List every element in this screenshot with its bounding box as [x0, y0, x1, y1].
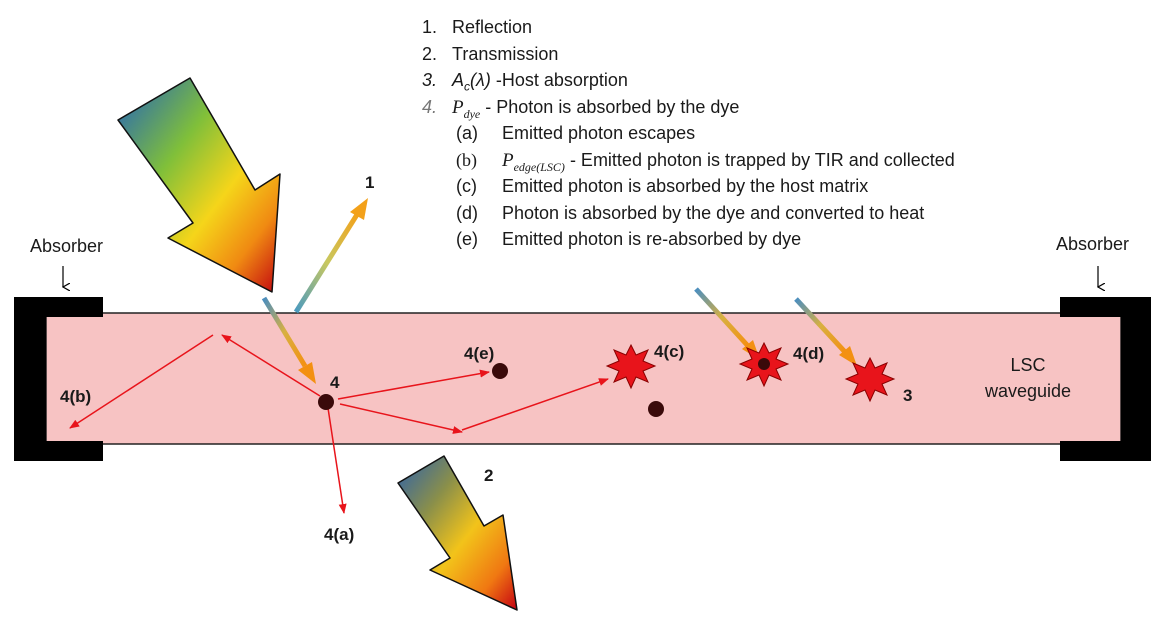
legend-subitem-c: (c) Emitted photon is absorbed by the hos… — [422, 173, 955, 200]
dye-molecule-4d — [758, 358, 770, 370]
absorber-right-label: Absorber — [1056, 234, 1130, 254]
legend-num: 2. — [422, 43, 438, 64]
legend-text: Emitted photon is absorbed by the host m… — [502, 176, 869, 196]
legend-text: Reflection — [452, 17, 533, 37]
reflected-ray — [293, 211, 361, 314]
legend-symbol: Ac(λ) — [452, 70, 491, 94]
dye-molecule-4 — [318, 394, 334, 410]
legend-num: (a) — [456, 123, 478, 143]
incoming-ray-4-head — [298, 362, 316, 384]
absorber-right — [1060, 297, 1151, 461]
label-transmission-2: 2 — [484, 466, 494, 485]
label-reflection-1: 1 — [365, 173, 375, 192]
reflected-ray-head — [350, 198, 368, 220]
incoming-ray-4d — [694, 287, 750, 348]
label-4e: 4(e) — [464, 344, 495, 363]
label-4d: 4(d) — [793, 344, 825, 363]
legend-text: Transmission — [452, 43, 559, 64]
label-4a: 4(a) — [324, 525, 355, 544]
legend-num: (d) — [456, 202, 478, 223]
legend-num: (e) — [456, 229, 478, 249]
legend-item-reflection: 1. Reflection — [422, 14, 955, 41]
incident-light-arrow — [117, 77, 281, 293]
legend-symbol: Pedge(LSC) — [502, 149, 565, 174]
absorber-left-label: Absorber — [30, 236, 104, 256]
transmitted-light-arrow — [397, 455, 518, 611]
legend-text: Emitted photon is re-absorbed by dye — [502, 229, 802, 249]
legend-num: (b) — [456, 149, 477, 170]
dye-molecule-4e — [492, 363, 508, 379]
dye-molecule-free — [648, 401, 664, 417]
legend-symbol: Pdye — [452, 96, 481, 121]
incoming-ray-4 — [261, 296, 308, 368]
legend: 1. Reflection 2. Transmission 3. Ac(λ) -Hos… — [422, 14, 955, 253]
burst-4c — [605, 343, 657, 390]
legend-num: 3. — [422, 70, 438, 90]
legend-item-dye-absorption: 4. Pdye - Photon is absorbed by the dye — [422, 94, 955, 121]
legend-num: 4. — [422, 96, 438, 117]
legend-text: - Photon is absorbed by the dye — [480, 96, 740, 117]
waveguide-label-line1: LSC — [1010, 355, 1046, 375]
legend-subitem-b: (b) Pedge(LSC) - Emitted photon is trappe… — [422, 147, 955, 174]
incoming-ray-3 — [794, 297, 847, 354]
legend-text: -Host absorption — [490, 70, 628, 90]
legend-num: 1. — [422, 17, 438, 37]
legend-item-host-absorption: 3. Ac(λ) -Host absorption — [422, 67, 955, 94]
legend-text: - Emitted photon is trapped by TIR and c… — [564, 149, 955, 170]
waveguide-label-line2: waveguide — [984, 381, 1072, 401]
label-4b: 4(b) — [60, 387, 92, 406]
legend-subitem-e: (e) Emitted photon is re-absorbed by dye — [422, 226, 955, 253]
absorber-left — [14, 297, 103, 461]
burst-3 — [844, 356, 896, 403]
legend-text: Emitted photon escapes — [502, 123, 696, 143]
label-4c: 4(c) — [654, 342, 685, 361]
legend-text: Photon is absorbed by the dye and conver… — [502, 202, 925, 223]
label-dye-4: 4 — [330, 373, 340, 392]
emitted-photon-paths — [69, 334, 609, 514]
label-host-absorption-3: 3 — [903, 386, 913, 405]
lsc-waveguide — [45, 312, 1122, 445]
legend-subitem-a: (a) Emitted photon escapes — [422, 120, 955, 147]
incoming-ray-3-head — [839, 346, 857, 366]
legend-num: (c) — [456, 176, 477, 196]
legend-item-transmission: 2. Transmission — [422, 41, 955, 68]
legend-subitem-d: (d) Photon is absorbed by the dye and con… — [422, 200, 955, 227]
